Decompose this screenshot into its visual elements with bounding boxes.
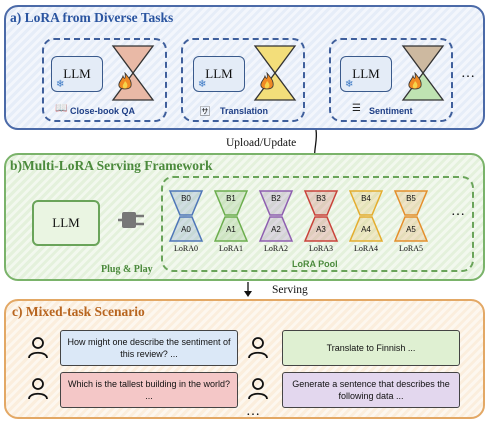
lora-b-label: B2 [271, 194, 281, 203]
fire-icon [408, 72, 422, 90]
snowflake-icon: ❄ [56, 79, 65, 90]
lora-a-matrix [348, 216, 384, 242]
task-label-closebook: Close-book QA [70, 106, 136, 116]
lora-b-matrix [303, 190, 339, 216]
lora-a-label: A0 [181, 225, 191, 234]
lora-a-label: A5 [406, 225, 416, 234]
llm-box-a0: LLM [51, 56, 103, 92]
message-generate-sentence: Generate a sentence that describes the f… [282, 372, 460, 408]
lora-b-matrix [393, 190, 429, 216]
lora-name-label: LoRA0 [174, 244, 198, 253]
task-card-closebook [42, 38, 167, 122]
panel-a-title: a) LoRA from Diverse Tasks [10, 10, 174, 25]
llm-box-a2: LLM [340, 56, 392, 92]
task-label-translation: Translation [220, 106, 269, 116]
llm-box-b: LLM [32, 200, 100, 246]
list-icon: ☰ [352, 103, 361, 114]
serving-arrow [244, 282, 252, 297]
lora-a-label: A1 [226, 225, 236, 234]
lora-hourglass-shape [303, 190, 339, 242]
user-avatar-icon [248, 337, 268, 359]
lora-a-matrix [213, 216, 249, 242]
lora-hourglass-shape [258, 190, 294, 242]
lora-pool-label: LoRA Pool [292, 259, 338, 269]
message-tallest-building: Which is the tallest building in the wor… [60, 372, 238, 408]
snowflake-icon: ❄ [198, 79, 207, 90]
lora-a-matrix [168, 216, 204, 242]
lora-name-label: LoRA1 [219, 244, 243, 253]
lora-name-label: LoRA5 [399, 244, 423, 253]
lora-b-matrix [348, 190, 384, 216]
serving-label: Serving [272, 284, 308, 296]
lora-b-matrix [258, 190, 294, 216]
fire-icon [260, 72, 274, 90]
task-card-translation [181, 38, 305, 122]
plug-icon [118, 212, 144, 228]
user-avatar-icon [28, 378, 48, 400]
lora-b-matrix [168, 190, 204, 216]
lora-a-matrix [258, 216, 294, 242]
lora-a-label: A4 [361, 225, 371, 234]
lora-a-matrix [393, 216, 429, 242]
lora-hourglass-shape [168, 190, 204, 242]
user-avatar-icon [28, 337, 48, 359]
lora-a-label: A3 [316, 225, 326, 234]
more-ellipsis: … [461, 66, 475, 81]
lora-b-label: B0 [181, 194, 191, 203]
lora-name-label: LoRA3 [309, 244, 333, 253]
lora-b-matrix [213, 190, 249, 216]
lora-hourglass-shape [213, 190, 249, 242]
task-label-sentiment: Sentiment [369, 106, 413, 116]
book-icon: 📖 [55, 103, 68, 114]
lora-name-label: LoRA4 [354, 244, 378, 253]
lora-name-label: LoRA2 [264, 244, 288, 253]
lora-a-matrix [303, 216, 339, 242]
more-ellipsis: … [246, 404, 260, 419]
translate-icon: 🈂 [200, 107, 210, 118]
lora-pool [161, 176, 474, 272]
lora-hourglass-shape [348, 190, 384, 242]
lora-b-label: B3 [316, 194, 326, 203]
upload-update-label: Upload/Update [226, 137, 297, 149]
lora-a-label: A2 [271, 225, 281, 234]
task-card-sentiment [329, 38, 453, 122]
message-translate: Translate to Finnish ... [282, 330, 460, 366]
lora-b-label: B4 [361, 194, 371, 203]
user-avatar-icon [248, 378, 268, 400]
more-ellipsis: … [451, 204, 465, 219]
lora-hourglass-shape [393, 190, 429, 242]
plug-and-play-label: Plug & Play [101, 264, 153, 275]
fire-icon [118, 72, 132, 90]
lora-b-label: B1 [226, 194, 236, 203]
snowflake-icon: ❄ [345, 79, 354, 90]
llm-box-a1: LLM [193, 56, 245, 92]
panel-c-title: c) Mixed-task Scenario [12, 304, 145, 319]
lora-b-label: B5 [406, 194, 416, 203]
panel-b-title: b)Multi-LoRA Serving Framework [10, 158, 213, 173]
message-sentiment: How might one describe the sentiment of … [60, 330, 238, 366]
